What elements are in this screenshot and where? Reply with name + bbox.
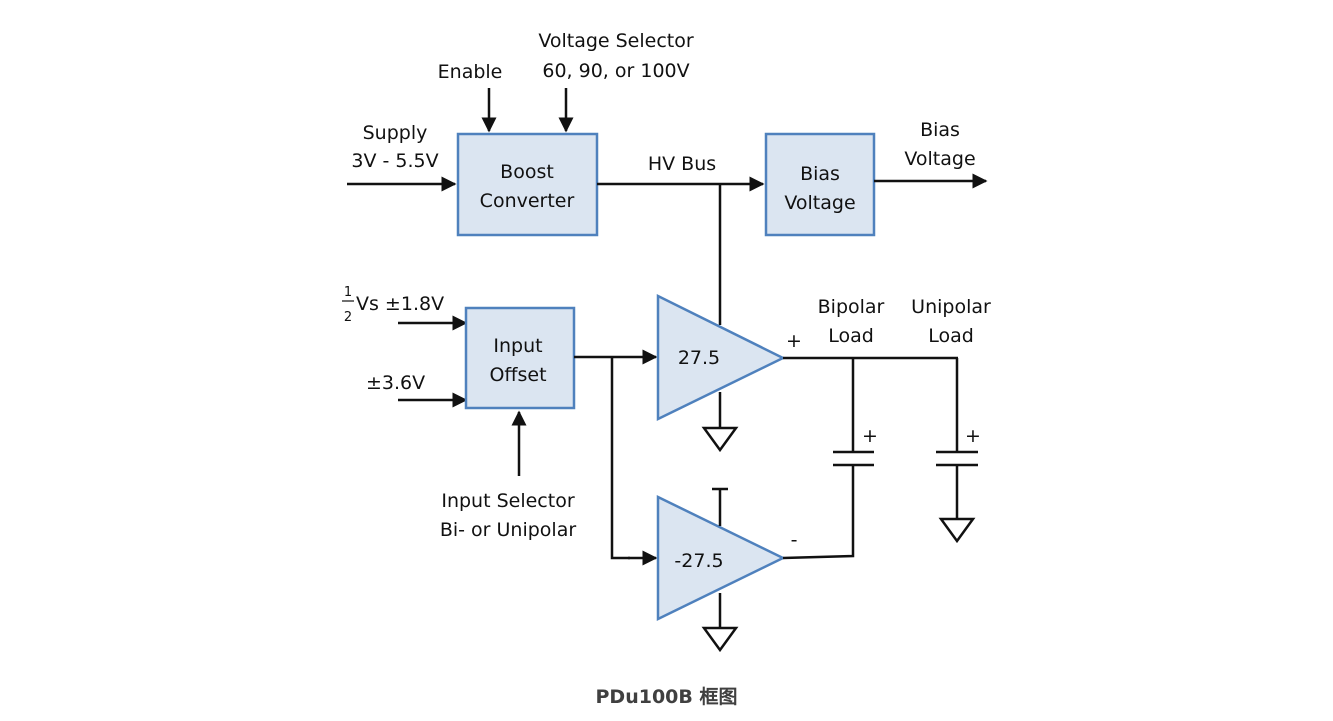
negative-amplifier-gain: -27.5: [674, 550, 723, 572]
input-selector-label-line1: Input Selector: [441, 490, 574, 512]
half-vs-label: Vs ±1.8V: [356, 293, 444, 315]
bipolar-load-label-line1: Bipolar: [818, 296, 885, 318]
unipolar-ground-symbol: [938, 517, 976, 544]
bias-voltage-label-line2: Voltage: [784, 192, 855, 214]
block-diagram: Enable Voltage Selector 60, 90, or 100V …: [342, 30, 991, 653]
boost-converter-label-line1: Boost: [500, 161, 554, 183]
supply-range-label: 3V - 5.5V: [351, 150, 438, 172]
pm36-label: ±3.6V: [366, 372, 425, 394]
positive-amp-ground-symbol: [701, 426, 739, 453]
bipolar-load-label-line2: Load: [828, 325, 874, 347]
input-selector-label-line2: Bi- or Unipolar: [440, 519, 577, 541]
bias-voltage-label-line1: Bias: [800, 163, 840, 185]
unipolar-load-label-line1: Unipolar: [911, 296, 991, 318]
voltage-selector-label: Voltage Selector: [538, 30, 694, 52]
half-fraction-denominator: 2: [344, 310, 352, 325]
negative-output-line: [782, 465, 855, 560]
unipolar-cap-plus: +: [965, 425, 981, 447]
voltage-selector-values: 60, 90, or 100V: [542, 60, 689, 82]
bias-voltage-block: [764, 132, 876, 237]
bipolar-cap-plus: +: [862, 425, 878, 447]
unipolar-load-label-line2: Load: [928, 325, 974, 347]
positive-amplifier-gain: 27.5: [678, 347, 720, 369]
input-offset-label-line1: Input: [493, 335, 542, 357]
half-fraction-numerator: 1: [344, 285, 352, 300]
positive-output-plus: +: [786, 330, 802, 352]
input-offset-block: [464, 306, 576, 410]
boost-converter-block: [456, 132, 599, 237]
hv-bus-label: HV Bus: [648, 153, 716, 175]
bias-output-label-line1: Bias: [920, 119, 960, 141]
bias-output-label-line2: Voltage: [904, 148, 975, 170]
supply-label: Supply: [363, 122, 428, 144]
negative-amp-ground-symbol: [701, 626, 739, 653]
negative-amplifier: [656, 494, 786, 622]
boost-converter-label-line2: Converter: [480, 190, 575, 212]
input-offset-label-line2: Offset: [489, 364, 546, 386]
offset-to-negative-amp-path: [610, 357, 630, 560]
diagram-caption: PDu100B 框图: [595, 686, 738, 708]
positive-amplifier: [656, 293, 786, 422]
negative-output-minus: -: [791, 529, 798, 551]
enable-label: Enable: [438, 61, 503, 83]
